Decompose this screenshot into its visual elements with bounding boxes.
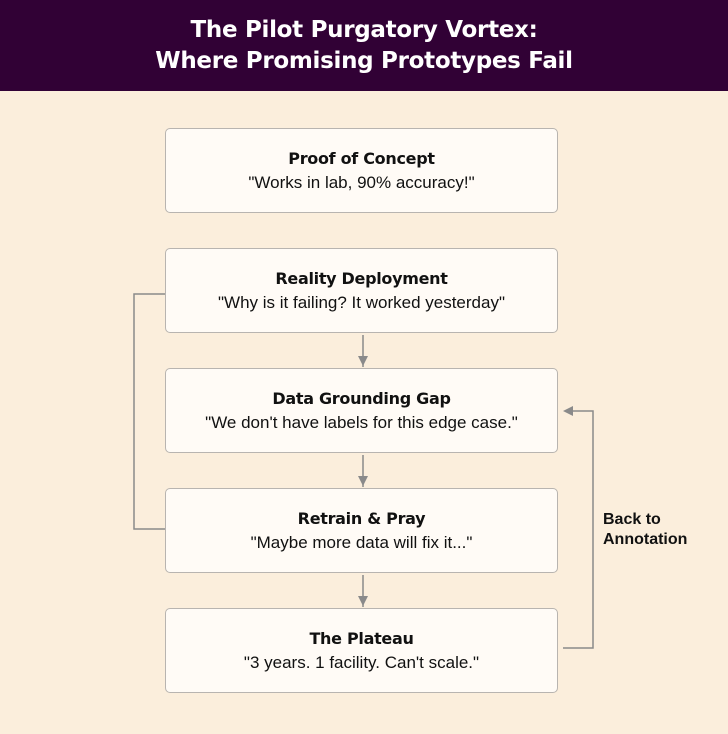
stage-quote: "Works in lab, 90% accuracy!" (248, 172, 475, 192)
stage-reality-deployment: Reality Deployment "Why is it failing? I… (165, 248, 558, 333)
stage-retrain-and-pray: Retrain & Pray "Maybe more data will fix… (165, 488, 558, 573)
stage-title: Proof of Concept (288, 148, 435, 168)
stage-title: Reality Deployment (275, 268, 448, 288)
stage-quote: "We don't have labels for this edge case… (205, 412, 518, 432)
stage-title: Retrain & Pray (297, 508, 426, 528)
arrowhead-icon (358, 476, 368, 486)
title-line-2: Where Promising Prototypes Fail (155, 47, 573, 74)
title-line-1: The Pilot Purgatory Vortex: (190, 16, 538, 43)
stage-quote: "Maybe more data will fix it..." (250, 532, 473, 552)
arrowhead-icon (358, 596, 368, 606)
stage-quote: "Why is it failing? It worked yesterday" (217, 292, 505, 312)
stage-title: Data Grounding Gap (272, 388, 451, 408)
stage-the-plateau: The Plateau "3 years. 1 facility. Can't … (165, 608, 558, 693)
back-to-annotation-label: Back to Annotation (603, 510, 687, 550)
arrowhead-icon (358, 356, 368, 366)
header-banner: The Pilot Purgatory Vortex: Where Promis… (0, 0, 728, 91)
stage-data-grounding-gap: Data Grounding Gap "We don't have labels… (165, 368, 558, 453)
loop-label-line-1: Back to (603, 511, 661, 528)
right-loop-line (563, 410, 594, 649)
left-loop-line (133, 293, 165, 530)
arrowhead-left-icon (563, 406, 573, 416)
loop-label-line-2: Annotation (603, 531, 688, 548)
stage-quote: "3 years. 1 facility. Can't scale." (243, 652, 480, 672)
stage-proof-of-concept: Proof of Concept "Works in lab, 90% accu… (165, 128, 558, 213)
stage-title: The Plateau (309, 628, 414, 648)
